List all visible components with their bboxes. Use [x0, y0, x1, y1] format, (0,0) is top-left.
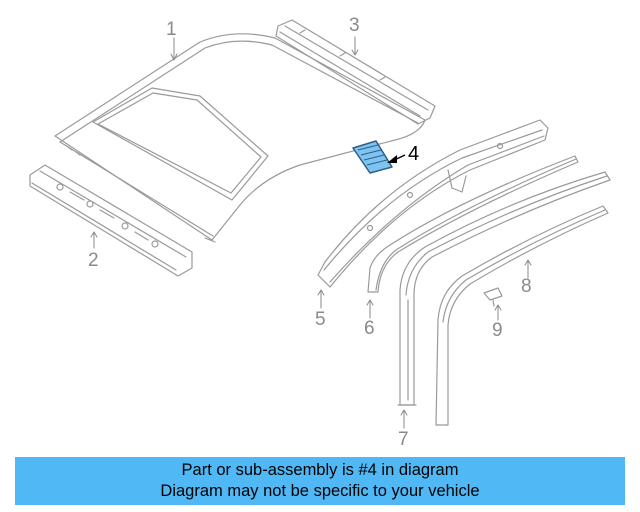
- callout-1: 1: [166, 19, 177, 40]
- banner-line-part: Part or sub-assembly is #4 in diagram: [181, 461, 459, 479]
- parts-diagram: [29, 19, 611, 429]
- info-banner: Part or sub-assembly is #4 in diagram Di…: [15, 457, 625, 505]
- inner-garnish-part: [435, 205, 609, 426]
- callout-7: 7: [398, 429, 409, 450]
- side-rail-part: [317, 119, 549, 288]
- rear-rail-part: [275, 19, 436, 125]
- highlighted-part-4: [352, 140, 406, 174]
- front-header-part: [29, 164, 193, 277]
- callout-2: 2: [88, 250, 99, 271]
- callout-3: 3: [349, 15, 360, 36]
- weatherstrip-upper-part: [367, 155, 579, 293]
- callout-8: 8: [521, 276, 532, 297]
- leader-lines: [90, 36, 532, 429]
- callout-4: 4: [408, 143, 420, 165]
- callout-5: 5: [315, 309, 326, 330]
- clip-part: [483, 287, 503, 307]
- banner-line-disclaimer: Diagram may not be specific to your vehi…: [160, 482, 480, 500]
- callout-6: 6: [364, 318, 375, 339]
- callout-9: 9: [492, 320, 503, 341]
- roof-panel-part: [54, 33, 426, 243]
- door-weatherstrip-part: [397, 171, 611, 406]
